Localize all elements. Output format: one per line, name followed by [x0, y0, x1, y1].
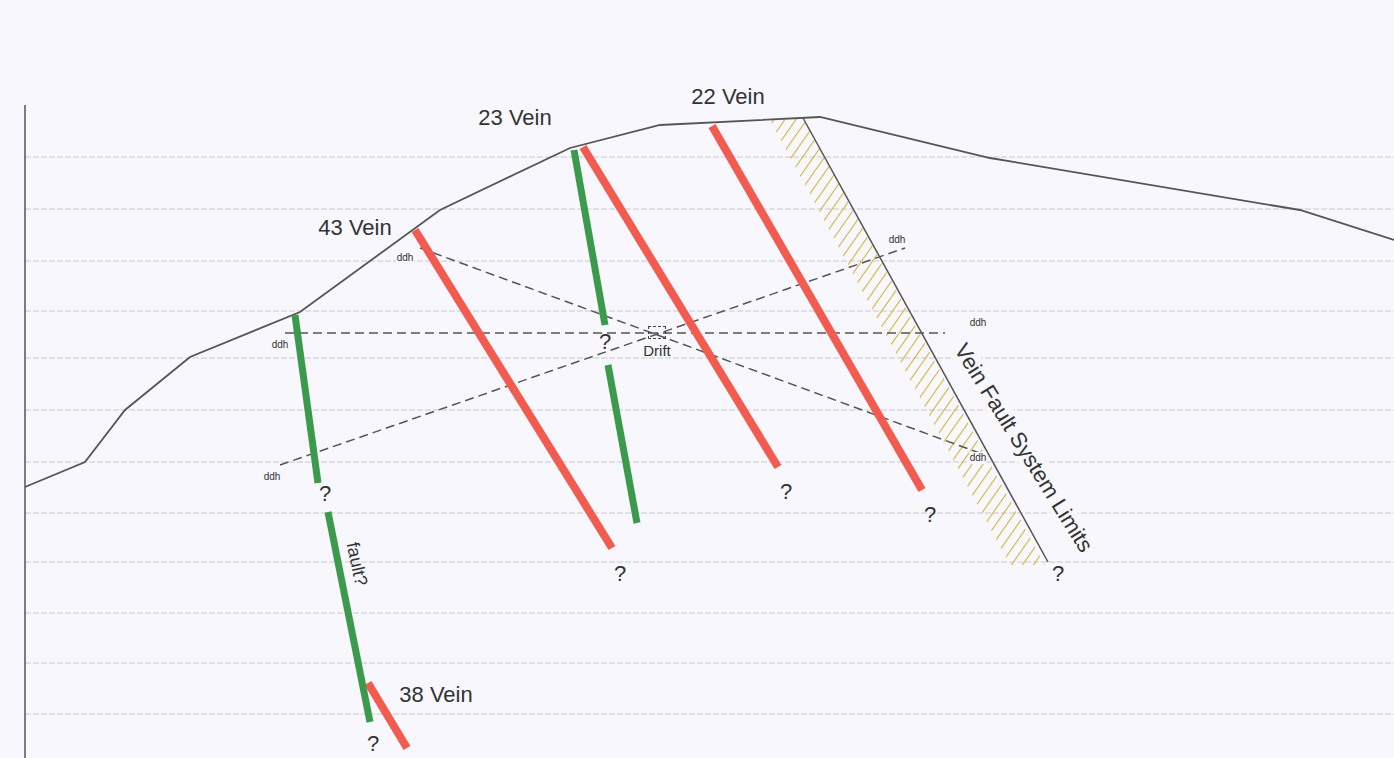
drill-hole-label: ddh — [969, 452, 988, 464]
query-mark: ? — [1052, 563, 1064, 585]
vein-label: Vein Fault System Limits — [948, 339, 1097, 558]
vein-label: 38 Vein — [399, 684, 472, 706]
drill-hole-label: ddh — [888, 234, 907, 246]
grid-lines — [25, 157, 1394, 714]
query-mark: ? — [599, 331, 611, 353]
drift-box: Drift — [648, 326, 666, 339]
query-mark: ? — [319, 483, 331, 505]
vein-label: 43 Vein — [318, 217, 391, 239]
drift-label: Drift — [643, 343, 671, 358]
query-mark: ? — [614, 563, 626, 585]
vein-label: 23 Vein — [478, 107, 551, 129]
vein-label: fault? — [344, 541, 371, 588]
drill-hole-label: ddh — [969, 317, 988, 329]
fault-zone — [770, 118, 1045, 565]
axis — [24, 105, 26, 758]
query-mark: ? — [367, 733, 379, 755]
drill-holes — [280, 248, 985, 465]
query-mark: ? — [780, 481, 792, 503]
query-mark: ? — [924, 504, 936, 526]
drill-hole-label: ddh — [396, 252, 415, 264]
vein-label: 22 Vein — [691, 86, 764, 108]
terrain — [25, 117, 1394, 487]
drill-hole-label: ddh — [263, 471, 282, 483]
drill-hole-label: ddh — [271, 339, 290, 351]
red-veins — [368, 126, 922, 748]
green-veins — [295, 150, 637, 722]
